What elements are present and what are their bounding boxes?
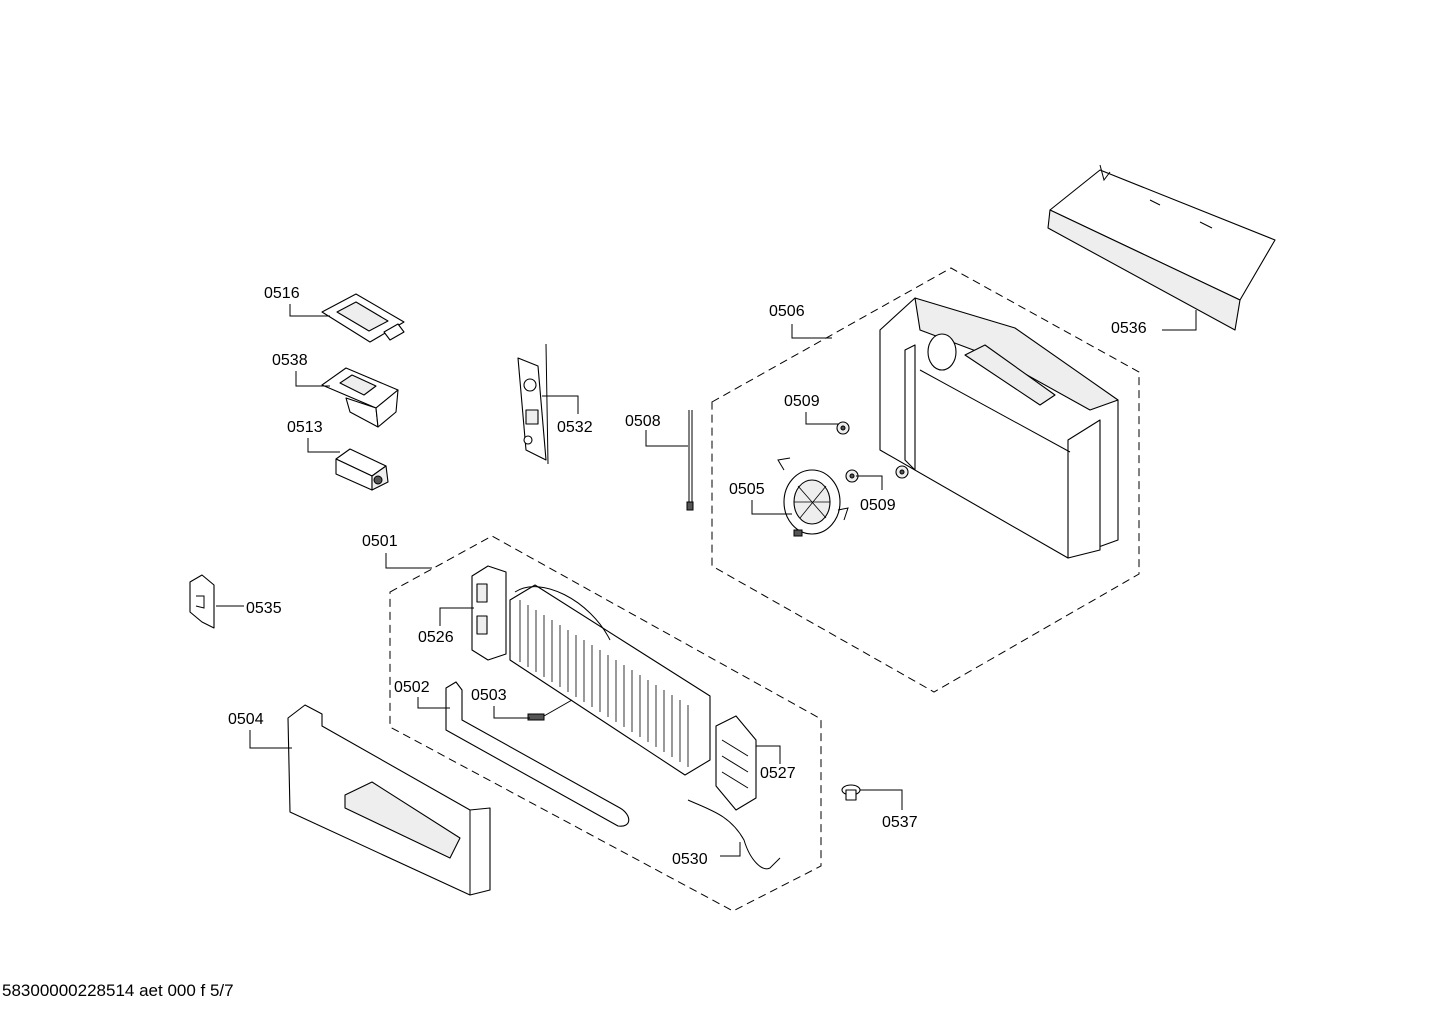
document-code: 58300000228514 aet 000 f 5/7 xyxy=(2,981,234,1000)
panel-part-0504 xyxy=(287,704,491,896)
leader-0506 xyxy=(791,324,832,339)
leader-0513 xyxy=(307,438,340,453)
leader-0509b xyxy=(856,475,883,490)
cover-part-0527 xyxy=(715,715,757,811)
leader-0536 xyxy=(1162,310,1197,331)
leader-0530 xyxy=(720,842,741,857)
part-label-0504: 0504 xyxy=(228,711,264,728)
part-label-0509b: 0509 xyxy=(860,497,896,514)
part-label-0505: 0505 xyxy=(729,481,765,498)
leader-0504 xyxy=(249,730,292,749)
part-label-0501: 0501 xyxy=(362,533,398,550)
leader-0509a xyxy=(805,412,838,425)
part-label-0516: 0516 xyxy=(264,285,300,302)
fan-housing-part-0506 xyxy=(879,297,1119,559)
grommet-part-0509b xyxy=(845,465,909,483)
heater-part-0502 xyxy=(445,681,630,827)
frame-part-0516 xyxy=(321,293,405,343)
leader-0516 xyxy=(289,304,330,317)
part-label-0536: 0536 xyxy=(1111,320,1147,337)
part-label-0506: 0506 xyxy=(769,303,805,320)
grommet-part-0509a xyxy=(836,421,850,435)
part-label-0530: 0530 xyxy=(672,851,708,868)
clip-part-0535 xyxy=(189,574,215,629)
part-label-0537: 0537 xyxy=(882,814,918,831)
cap-part-0537 xyxy=(841,784,861,801)
leader-0501 xyxy=(385,553,432,569)
leader-0537 xyxy=(860,789,903,810)
part-label-0527: 0527 xyxy=(760,765,796,782)
wire-part-0530 xyxy=(687,799,781,870)
bracket-part-0526 xyxy=(471,565,507,661)
leader-0538 xyxy=(295,371,330,387)
leader-0526 xyxy=(439,607,474,626)
switch-part-0513 xyxy=(335,448,389,491)
part-label-0509a: 0509 xyxy=(784,393,820,410)
part-label-0508: 0508 xyxy=(625,413,661,430)
part-label-0538: 0538 xyxy=(272,352,308,369)
part-label-0513: 0513 xyxy=(287,419,323,436)
bracket-part-0532 xyxy=(517,343,549,465)
part-label-0532: 0532 xyxy=(557,419,593,436)
sensor-part-0508 xyxy=(686,410,694,511)
leader-0503 xyxy=(493,706,530,719)
fan-part-0505 xyxy=(777,457,849,537)
leader-0532 xyxy=(542,395,579,414)
leader-0527 xyxy=(756,745,781,764)
part-label-0535: 0535 xyxy=(246,600,282,617)
part-label-0503: 0503 xyxy=(471,687,507,704)
probe-part-0503 xyxy=(527,699,573,721)
assembly-outline-0501 xyxy=(389,535,822,912)
assembly-outline-0506 xyxy=(711,267,1140,693)
leader-0505 xyxy=(751,500,792,515)
evaporator-part-0501 xyxy=(509,584,711,776)
leader-0502 xyxy=(417,697,450,709)
part-label-0526: 0526 xyxy=(418,629,454,646)
cover-part-0536 xyxy=(1047,164,1276,331)
leader-0508 xyxy=(645,430,688,447)
holder-part-0538 xyxy=(321,367,399,428)
part-label-0502: 0502 xyxy=(394,679,430,696)
